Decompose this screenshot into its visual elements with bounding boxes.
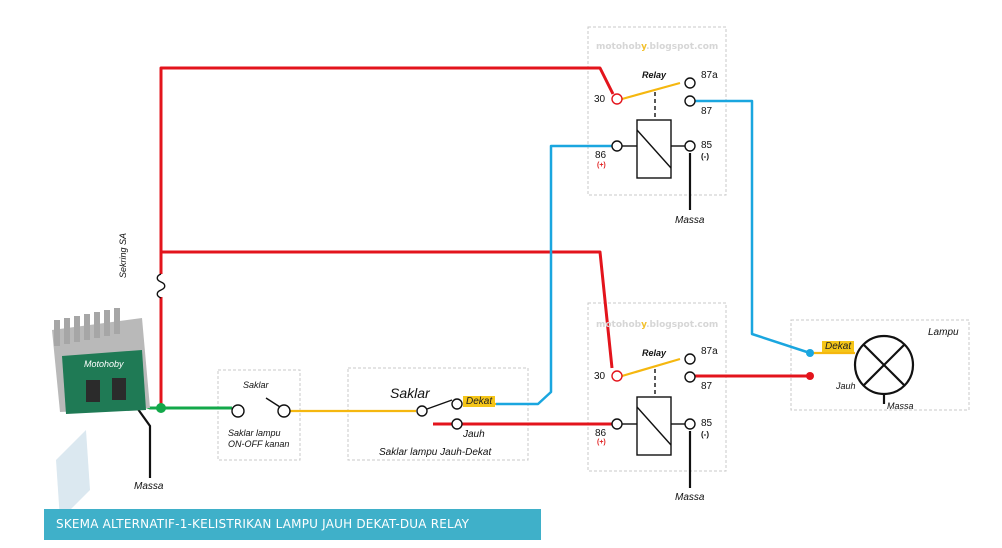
relay-bottom [611, 353, 696, 456]
fuse-label: Sekring SA [118, 232, 128, 278]
relay-top-box [587, 26, 727, 196]
relay-top-87: 87 [701, 106, 713, 117]
relay-bottom-box [587, 302, 727, 472]
green-junction [156, 403, 166, 413]
relay-bottom-plus: (+) [597, 439, 606, 446]
lamp-dekat-tag: Dekat [822, 341, 855, 352]
yellow-wires [290, 81, 855, 413]
relay-bottom-87a: 87a [701, 346, 718, 357]
switch1-box [217, 369, 301, 461]
switch2-jauh: Jauh [463, 429, 485, 440]
lamp-massa: Massa [887, 401, 914, 411]
relay-top-85: 85 [701, 140, 713, 151]
relay-bottom-minus: (-) [701, 430, 709, 439]
relay-top-massa: Massa [675, 215, 705, 226]
lamp-box [790, 319, 970, 411]
relay-top-87a: 87a [701, 70, 718, 81]
regulator-brand: Motohoby [84, 359, 124, 369]
relay-bottom-86: 86 [595, 428, 607, 439]
blue-wires [496, 99, 811, 406]
switch1-caption-2: ON-OFF kanan [228, 439, 290, 449]
red-wires [159, 66, 810, 426]
relay-bottom-30: 30 [594, 371, 606, 382]
switch1-caption-1: Saklar lampu [228, 428, 281, 438]
fuse [156, 273, 166, 299]
switch2-caption: Saklar lampu Jauh-Dekat [379, 447, 492, 458]
regulator-massa: Massa [134, 481, 164, 492]
relay-top-label: Relay [642, 70, 667, 80]
switch2-box [347, 367, 529, 461]
lamp-symbol [806, 334, 915, 396]
watermark-top: motohoby.blogspot.com [596, 42, 719, 52]
relay-bottom-massa: Massa [675, 492, 705, 503]
switch2-dekat-tag: Dekat [463, 396, 496, 407]
relay-top-minus: (-) [701, 152, 709, 161]
diagram-caption: SKEMA ALTERNATIF-1-KELISTRIKAN LAMPU JAU… [44, 509, 541, 540]
switch1 [231, 397, 291, 418]
relay-bottom-label: Relay [642, 348, 667, 358]
switch2-title: Saklar [390, 385, 430, 401]
watermark-bottom: motohoby.blogspot.com [596, 320, 719, 330]
lamp-title: Lampu [928, 327, 959, 338]
switch1-title: Saklar [243, 380, 269, 390]
relay-top [611, 77, 696, 179]
switch2 [416, 398, 463, 430]
relay-bottom-87: 87 [701, 381, 713, 392]
relay-bottom-85: 85 [701, 418, 713, 429]
lamp-jauh: Jauh [836, 381, 856, 391]
regulator-rectifier [52, 308, 150, 520]
relay-top-plus: (+) [597, 162, 606, 169]
relay-top-30: 30 [594, 94, 606, 105]
relay-top-86: 86 [595, 150, 607, 161]
